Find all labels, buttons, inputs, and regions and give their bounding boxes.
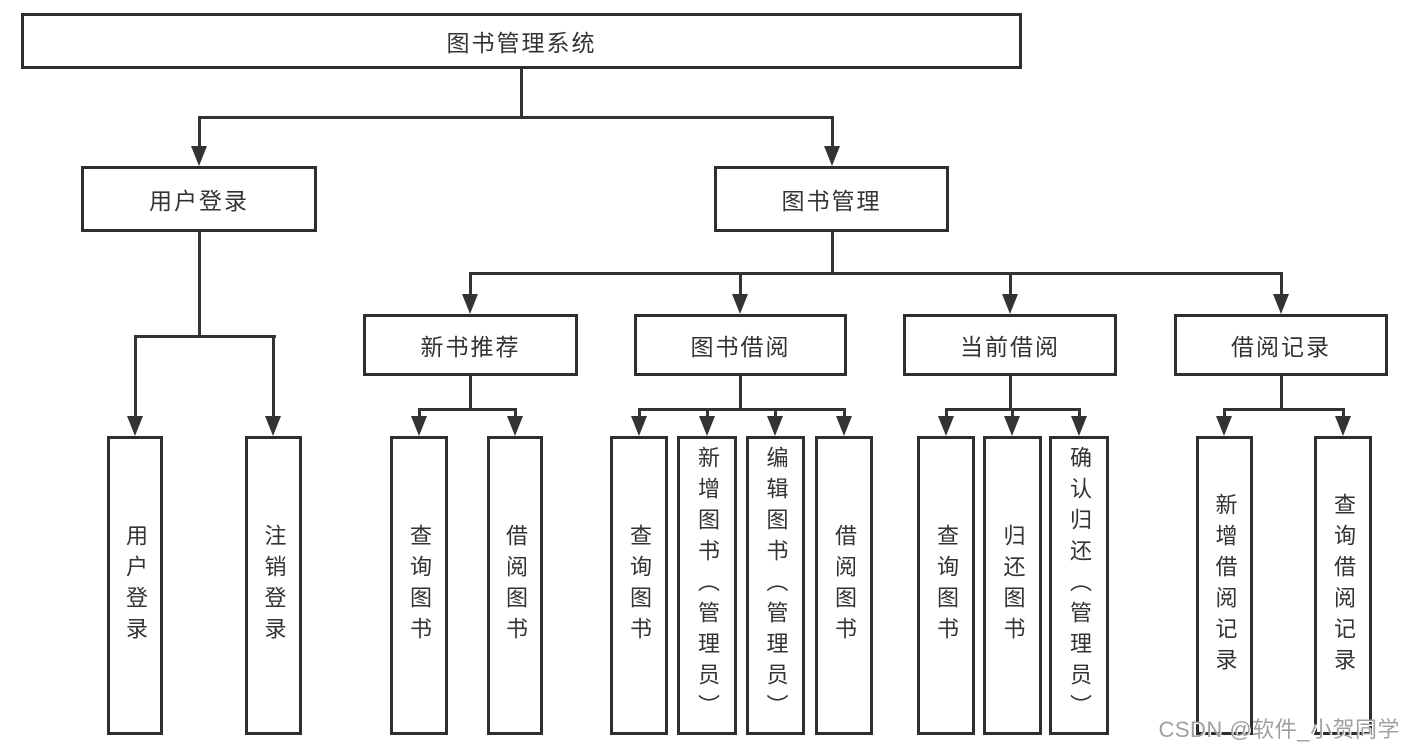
leaf-borrow-books-2-label: 借阅图书	[832, 523, 857, 648]
leaf-add-book-admin: 新增图书（管理员）	[677, 436, 737, 735]
leaf-query-books-2-label: 查询图书	[627, 523, 652, 648]
node-book-borrow-label: 图书借阅	[690, 334, 791, 360]
connector-line	[830, 232, 834, 272]
node-new-book-recommend-label: 新书推荐	[420, 334, 521, 360]
leaf-add-book-admin-label: 新增图书（管理员）	[695, 446, 720, 725]
connector-line	[468, 376, 472, 408]
arrow-down-icon	[411, 416, 427, 436]
arrow-shaft	[830, 116, 834, 148]
leaf-query-books-3: 查询图书	[917, 436, 975, 735]
arrow-down-icon	[462, 294, 478, 314]
arrow-shaft	[133, 335, 137, 418]
connector-line	[197, 232, 201, 335]
arrow-shaft	[468, 272, 472, 296]
arrow-down-icon	[1071, 416, 1087, 436]
node-borrow-record-label: 借阅记录	[1231, 334, 1331, 360]
leaf-logout-label: 注销登录	[261, 523, 287, 648]
arrow-down-icon	[631, 416, 647, 436]
arrow-down-icon	[732, 294, 748, 314]
connector-line	[1008, 376, 1012, 408]
arrow-shaft	[705, 408, 709, 418]
leaf-query-books-1: 查询图书	[390, 436, 448, 735]
arrow-shaft	[1279, 272, 1283, 296]
node-root: 图书管理系统	[21, 13, 1022, 69]
arrow-down-icon	[1335, 416, 1351, 436]
node-user-login: 用户登录	[81, 166, 317, 232]
connector-line	[1222, 408, 1345, 411]
node-book-management: 图书管理	[714, 166, 949, 232]
connector-line	[637, 408, 846, 411]
arrow-down-icon	[127, 416, 143, 436]
leaf-borrow-books-1-label: 借阅图书	[503, 523, 528, 648]
leaf-query-books-2: 查询图书	[610, 436, 668, 735]
leaf-user-login-label: 用户登录	[123, 523, 148, 648]
connector-line	[1279, 376, 1283, 408]
leaf-logout: 注销登录	[245, 436, 302, 735]
node-book-borrow: 图书借阅	[634, 314, 847, 376]
arrow-down-icon	[824, 146, 840, 166]
arrow-down-icon	[836, 416, 852, 436]
leaf-edit-book-admin-label: 编辑图书（管理员）	[763, 446, 789, 725]
node-current-borrow-label: 当前借阅	[960, 334, 1060, 360]
connector-line	[197, 116, 834, 119]
arrow-down-icon	[1273, 294, 1289, 314]
connector-line	[738, 376, 742, 408]
leaf-borrow-books-1: 借阅图书	[487, 436, 543, 735]
connector-line	[133, 335, 276, 338]
arrow-shaft	[1341, 408, 1345, 418]
leaf-return-book: 归还图书	[983, 436, 1042, 735]
arrow-shaft	[513, 408, 517, 418]
leaf-query-borrow-record: 查询借阅记录	[1314, 436, 1372, 735]
arrow-shaft	[1222, 408, 1226, 418]
arrow-down-icon	[1216, 416, 1232, 436]
arrow-down-icon	[699, 416, 715, 436]
connector-line	[519, 69, 523, 116]
node-new-book-recommend: 新书推荐	[363, 314, 578, 376]
arrow-shaft	[773, 408, 777, 418]
leaf-borrow-books-2: 借阅图书	[815, 436, 873, 735]
arrow-shaft	[271, 335, 275, 418]
arrow-down-icon	[1002, 294, 1018, 314]
connector-line	[468, 272, 1283, 275]
arrow-shaft	[842, 408, 846, 418]
leaf-confirm-return-admin-label: 确认归还（管理员）	[1067, 446, 1092, 725]
connector-line	[417, 408, 517, 411]
arrow-down-icon	[265, 416, 281, 436]
leaf-query-books-1-label: 查询图书	[407, 523, 432, 648]
leaf-user-login: 用户登录	[107, 436, 163, 735]
arrow-down-icon	[507, 416, 523, 436]
arrow-shaft	[637, 408, 641, 418]
arrow-shaft	[738, 272, 742, 296]
leaf-confirm-return-admin: 确认归还（管理员）	[1049, 436, 1109, 735]
arrow-shaft	[944, 408, 948, 418]
leaf-query-books-3-label: 查询图书	[934, 523, 959, 648]
node-current-borrow: 当前借阅	[903, 314, 1117, 376]
node-root-label: 图书管理系统	[446, 30, 597, 56]
arrow-down-icon	[191, 146, 207, 166]
arrow-shaft	[1008, 272, 1012, 296]
leaf-query-borrow-record-label: 查询借阅记录	[1331, 492, 1356, 679]
arrow-shaft	[417, 408, 421, 418]
arrow-shaft	[1077, 408, 1081, 418]
arrow-shaft	[197, 116, 201, 148]
arrow-down-icon	[938, 416, 954, 436]
arrow-shaft	[1010, 408, 1014, 418]
leaf-add-borrow-record: 新增借阅记录	[1196, 436, 1253, 735]
watermark-text: CSDN @软件_小贺同学	[1158, 717, 1400, 742]
arrow-down-icon	[767, 416, 783, 436]
node-borrow-record: 借阅记录	[1174, 314, 1388, 376]
leaf-edit-book-admin: 编辑图书（管理员）	[746, 436, 805, 735]
leaf-add-borrow-record-label: 新增借阅记录	[1212, 492, 1238, 679]
arrow-down-icon	[1004, 416, 1020, 436]
node-book-management-label: 图书管理	[781, 188, 882, 214]
node-user-login-label: 用户登录	[149, 188, 249, 214]
leaf-return-book-label: 归还图书	[1000, 523, 1026, 648]
